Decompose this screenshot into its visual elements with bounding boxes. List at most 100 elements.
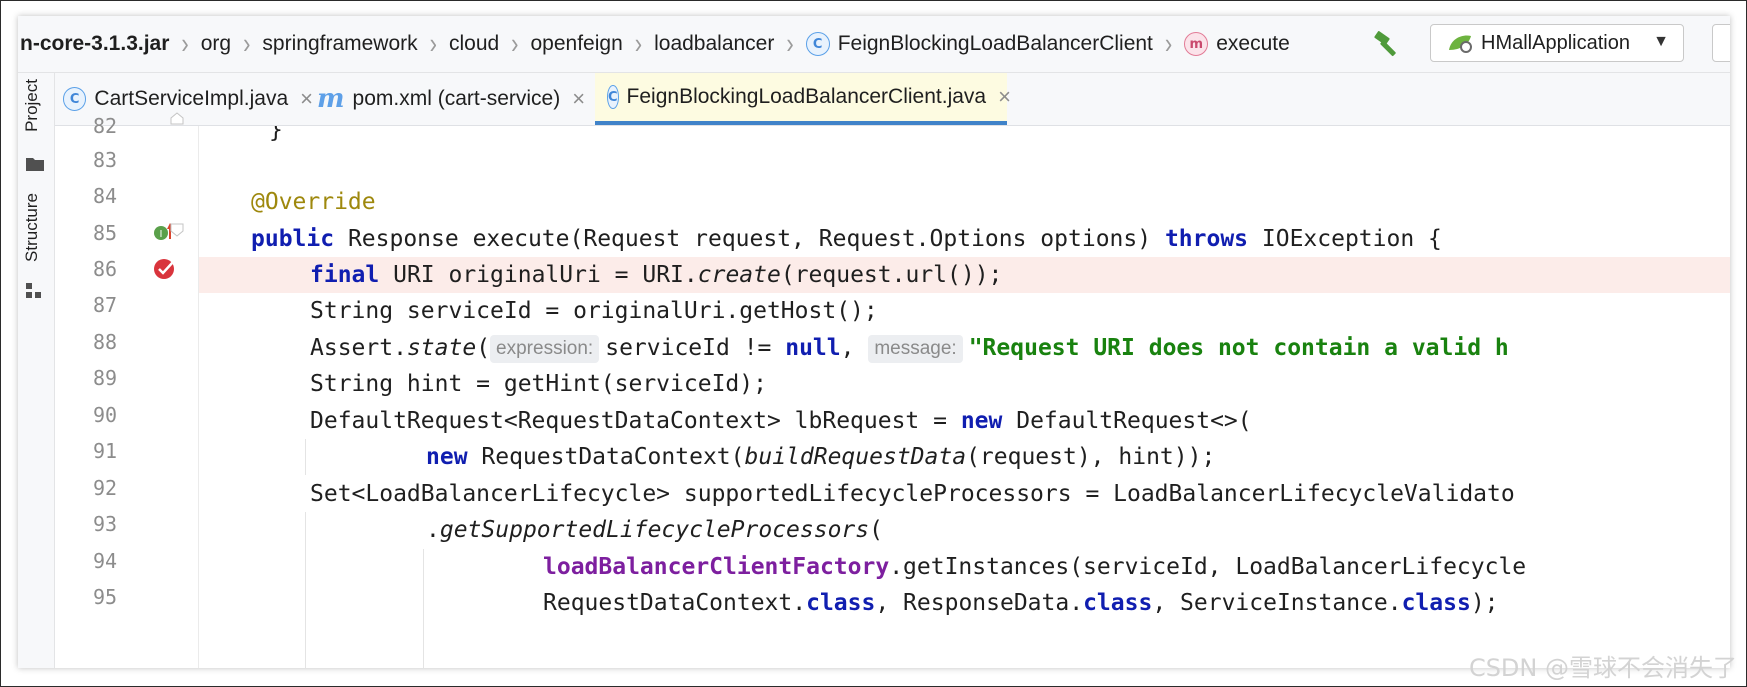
- close-icon[interactable]: ×: [572, 86, 586, 111]
- tab-label: CartServiceImpl.java: [94, 87, 289, 110]
- indent-guide: [305, 439, 306, 475]
- code-token: DefaultRequest<>(: [1002, 408, 1252, 434]
- code-token: }: [269, 126, 283, 143]
- keyword-token: public: [251, 226, 335, 252]
- tab-feignblockingloadbalancerclient[interactable]: C FeignBlockingLoadBalancerClient.java ×: [595, 73, 1011, 125]
- structure-tool-window-tab[interactable]: Structure: [22, 193, 41, 262]
- build-hammer-icon[interactable]: [1371, 28, 1403, 60]
- line-number: 87: [93, 293, 118, 317]
- folder-icon: [26, 158, 44, 171]
- method-icon: m: [1184, 32, 1209, 56]
- editor-tab-bar: C CartServiceImpl.java × m pom.xml (cart…: [55, 73, 1730, 126]
- watermark: CSDN @雪球不会消失了: [1468, 654, 1737, 682]
- code-token: , ResponseData.: [875, 590, 1084, 616]
- code-token: String serviceId = originalUri.getHost()…: [310, 298, 878, 324]
- current-line: final URI originalUri = URI.create(reque…: [199, 257, 1730, 293]
- breadcrumb-jar[interactable]: n-core-3.1.3.jar: [20, 32, 170, 55]
- keyword-token: throws: [1164, 226, 1249, 252]
- tab-label: pom.xml (cart-service): [352, 87, 561, 110]
- code-token: (request.url());: [780, 262, 1003, 288]
- line-number: 82: [93, 114, 118, 138]
- breadcrumb-springframework[interactable]: springframework: [262, 32, 418, 55]
- code-line: String serviceId = originalUri.getHost()…: [199, 293, 1730, 329]
- line-number: 95: [93, 585, 118, 609]
- code-line: loadBalancerClientFactory.getInstances(s…: [199, 549, 1730, 585]
- project-tool-window-tab[interactable]: Project: [22, 79, 41, 132]
- code-token: Response execute(Request request, Reques…: [334, 226, 1165, 252]
- code-token: (: [476, 335, 491, 361]
- structure-icon: [26, 283, 41, 298]
- code-token: );: [1470, 590, 1499, 616]
- run-configuration-select[interactable]: HMallApplication ▼: [1430, 24, 1684, 62]
- breadcrumb-cloud[interactable]: cloud: [448, 32, 500, 55]
- code-token: buildRequestData: [744, 444, 967, 470]
- tab-cartserviceimpl[interactable]: C CartServiceImpl.java ×: [63, 73, 313, 125]
- line-number: 90: [93, 403, 118, 427]
- left-tool-strip: Project Structure: [18, 73, 55, 668]
- indent-guide: [423, 549, 424, 668]
- breadcrumb-method-label: execute: [1216, 32, 1290, 55]
- code-line: public Response execute(Request request,…: [199, 221, 1730, 257]
- code-token: URI originalUri = URI.: [379, 262, 698, 288]
- line-number: 83: [93, 148, 118, 172]
- fold-marker-icon[interactable]: [169, 112, 185, 126]
- line-number: 94: [93, 549, 118, 573]
- keyword-token: class: [806, 590, 876, 616]
- chevron-right-icon: ›: [786, 27, 794, 60]
- keyword-token: final: [310, 262, 380, 288]
- code-token: state: [406, 335, 477, 361]
- indent-guide: [305, 512, 306, 668]
- parameter-hint: expression:: [490, 334, 600, 363]
- chevron-right-icon: ›: [634, 27, 643, 60]
- code-token: (request), hint));: [966, 444, 1216, 470]
- line-number: 91: [93, 439, 118, 463]
- code-token: ,: [840, 335, 869, 361]
- code-token: .getInstances(serviceId, LoadBalancerLif…: [889, 554, 1527, 580]
- tab-pom-xml[interactable]: m pom.xml (cart-service) ×: [317, 73, 587, 125]
- code-line: Set<LoadBalancerLifecycle> supportedLife…: [199, 476, 1730, 512]
- tab-label: FeignBlockingLoadBalancerClient.java: [626, 85, 987, 108]
- chevron-right-icon: ›: [429, 27, 437, 60]
- breadcrumb-openfeign[interactable]: openfeign: [530, 32, 623, 55]
- code-token: String hint = getHint(serviceId);: [310, 371, 767, 397]
- code-token: , ServiceInstance.: [1152, 590, 1402, 616]
- run-configuration-label: HMallApplication: [1481, 31, 1630, 54]
- breadcrumb-org[interactable]: org: [200, 32, 232, 55]
- code-token: .: [426, 517, 440, 543]
- class-icon: C: [805, 32, 830, 56]
- spring-boot-icon: [1449, 35, 1472, 53]
- code-line: @Override: [199, 184, 1730, 220]
- fold-marker-icon[interactable]: [169, 222, 185, 238]
- code-line: }: [199, 126, 1730, 148]
- keyword-token: new: [960, 408, 1003, 434]
- editor-gutter[interactable]: 82 83 84 85 86 87 88 89 90 91 92 93 94 9…: [55, 112, 199, 668]
- code-editor[interactable]: } @Override public Response execute(Requ…: [199, 126, 1730, 668]
- code-token: create: [697, 262, 781, 288]
- close-icon[interactable]: ×: [300, 86, 313, 111]
- line-number: 92: [93, 476, 118, 500]
- code-token: serviceId !=: [605, 335, 786, 361]
- class-icon: C: [607, 85, 619, 109]
- line-number: 85: [93, 221, 118, 245]
- line-number: 89: [93, 366, 118, 390]
- line-number: 84: [93, 184, 118, 208]
- breadcrumb-loadbalancer[interactable]: loadbalancer: [654, 32, 775, 55]
- line-number: 93: [93, 512, 118, 536]
- code-line: new RequestDataContext(buildRequestData(…: [199, 439, 1730, 475]
- keyword-token: null: [785, 335, 841, 361]
- annotation-token: @Override: [251, 189, 376, 215]
- string-token: "Request URI does not contain a valid h: [968, 335, 1509, 361]
- code-token: IOException {: [1248, 226, 1442, 252]
- breadcrumb-class-label: FeignBlockingLoadBalancerClient: [837, 32, 1153, 55]
- close-icon[interactable]: ×: [998, 84, 1011, 109]
- line-number: 88: [93, 330, 118, 354]
- toolbar-overflow-button[interactable]: [1712, 24, 1730, 62]
- breadcrumb-method[interactable]: m execute: [1178, 32, 1296, 56]
- chevron-right-icon: ›: [511, 27, 519, 60]
- keyword-token: class: [1083, 590, 1153, 616]
- code-token: DefaultRequest<RequestDataContext> lbReq…: [310, 408, 961, 434]
- maven-icon: m: [317, 84, 345, 114]
- breakpoint-icon[interactable]: [153, 256, 179, 280]
- code-line: Assert.state(expression:serviceId != nul…: [199, 330, 1730, 366]
- breadcrumb-class[interactable]: C FeignBlockingLoadBalancerClient: [800, 32, 1159, 56]
